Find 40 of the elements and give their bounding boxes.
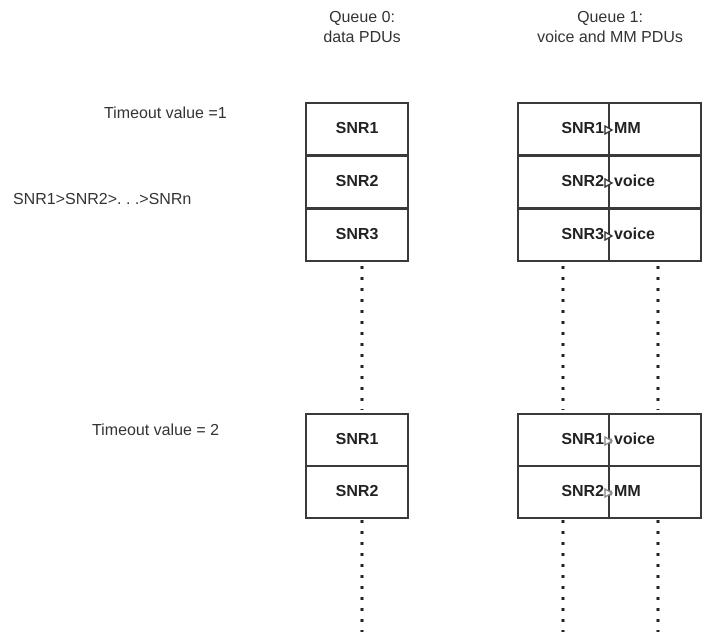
cell-text: SNR3 <box>561 226 604 244</box>
queue-cell <box>517 413 610 467</box>
cell-text: SNR2 <box>561 173 604 191</box>
queue-cell <box>517 155 610 209</box>
text-label: Timeout value =1 <box>104 104 227 124</box>
queue-cell <box>517 102 610 156</box>
queue-cell <box>608 465 702 519</box>
arrow <box>604 178 613 188</box>
arrow <box>604 488 613 498</box>
cell-text: SNR2 <box>561 483 604 501</box>
text-label: SNR1>SNR2>. . .>SNRn <box>13 190 192 210</box>
queue-cell <box>608 413 702 467</box>
queue-cell <box>305 413 409 467</box>
queue-cell <box>305 465 409 519</box>
queue-cell <box>305 102 409 156</box>
cell-text: SNR1 <box>561 120 604 138</box>
cell-text: SNR1 <box>336 120 378 138</box>
cell-text: SNR1 <box>561 431 604 449</box>
text-label: Queue 1: voice and MM PDUs <box>536 8 684 48</box>
queue-cell <box>517 208 610 262</box>
queue-cell <box>608 208 702 262</box>
arrow <box>604 231 613 241</box>
cell-text: MM <box>614 120 641 138</box>
arrow <box>604 125 613 135</box>
cell-text: MM <box>614 483 641 501</box>
text-label: Queue 0: data PDUs <box>322 8 402 48</box>
cell-text: SNR2 <box>336 173 378 191</box>
arrow <box>604 436 613 446</box>
cell-text: voice <box>614 226 655 244</box>
text-label: Timeout value = 2 <box>92 421 220 441</box>
cell-text: SNR2 <box>336 483 378 501</box>
cell-text: voice <box>614 173 655 191</box>
queue-cell <box>608 155 702 209</box>
queue-cell <box>517 465 610 519</box>
queue-cell <box>305 208 409 262</box>
cell-text: SNR3 <box>336 226 378 244</box>
cell-text: voice <box>614 431 655 449</box>
queue-cell <box>305 155 409 209</box>
cell-text: SNR1 <box>336 431 378 449</box>
queue-cell <box>608 102 702 156</box>
